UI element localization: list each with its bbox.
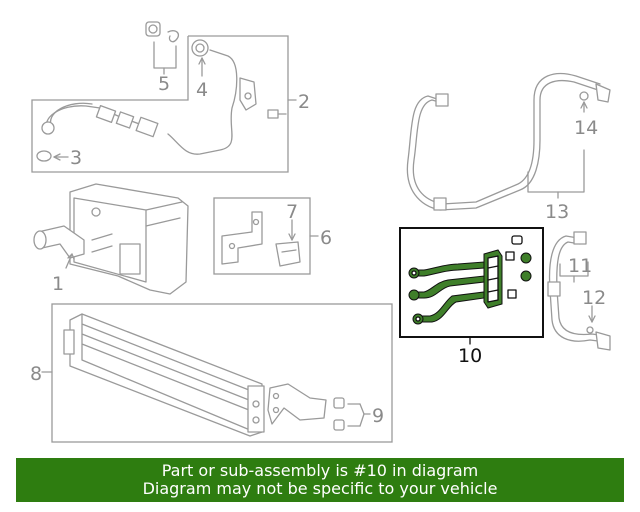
mount-bracket [267, 383, 327, 425]
callout-3: 3 [70, 147, 82, 169]
cooler-part-8 [69, 313, 263, 437]
pipe-group-13-14 [406, 72, 611, 211]
radiator-box [51, 303, 393, 443]
clip-part-7 [275, 241, 301, 267]
bolt-icon [267, 109, 287, 119]
callout-4: 4 [196, 79, 208, 101]
part-notice-banner: Part or sub-assembly is #10 in diagram D… [16, 458, 624, 502]
hose-assembly-group [31, 21, 297, 173]
highlight-box-part-10 [399, 227, 544, 338]
hose-line-part-2 [45, 49, 238, 155]
callout-11: 11 [568, 255, 592, 277]
callout-2: 2 [298, 91, 310, 113]
cooler-housing-part-1 [33, 183, 189, 295]
callout-10: 10 [458, 345, 482, 367]
bracket-part-6 [221, 211, 263, 265]
banner-line-2: Diagram may not be specific to your vehi… [142, 479, 498, 498]
fitting-part-5 [145, 21, 180, 75]
callout-6: 6 [320, 227, 332, 249]
washer-part-3 [36, 150, 52, 162]
callout-5: 5 [158, 73, 170, 95]
callout-7: 7 [286, 201, 298, 223]
pipe-group-11-12 [547, 231, 611, 351]
cooler-pipe-assembly-part-10 [399, 227, 544, 345]
callout-1: 1 [52, 273, 64, 295]
tube-upper [413, 261, 485, 277]
radiator-group [41, 303, 393, 443]
callout-8: 8 [30, 363, 42, 385]
banner-line-1: Part or sub-assembly is #10 in diagram [161, 461, 479, 480]
nut-part-9 [333, 397, 371, 431]
callout-14: 14 [574, 117, 598, 139]
parts-diagram: 1 2 3 4 5 6 7 8 9 10 11 12 13 14 [30, 21, 611, 443]
bracket-group [213, 197, 319, 275]
callout-13: 13 [545, 201, 569, 223]
pipe-part-13 [406, 79, 599, 211]
callout-9: 9 [372, 405, 384, 427]
callout-12: 12 [582, 287, 606, 309]
hose-assembly-bracket-box [31, 35, 289, 173]
